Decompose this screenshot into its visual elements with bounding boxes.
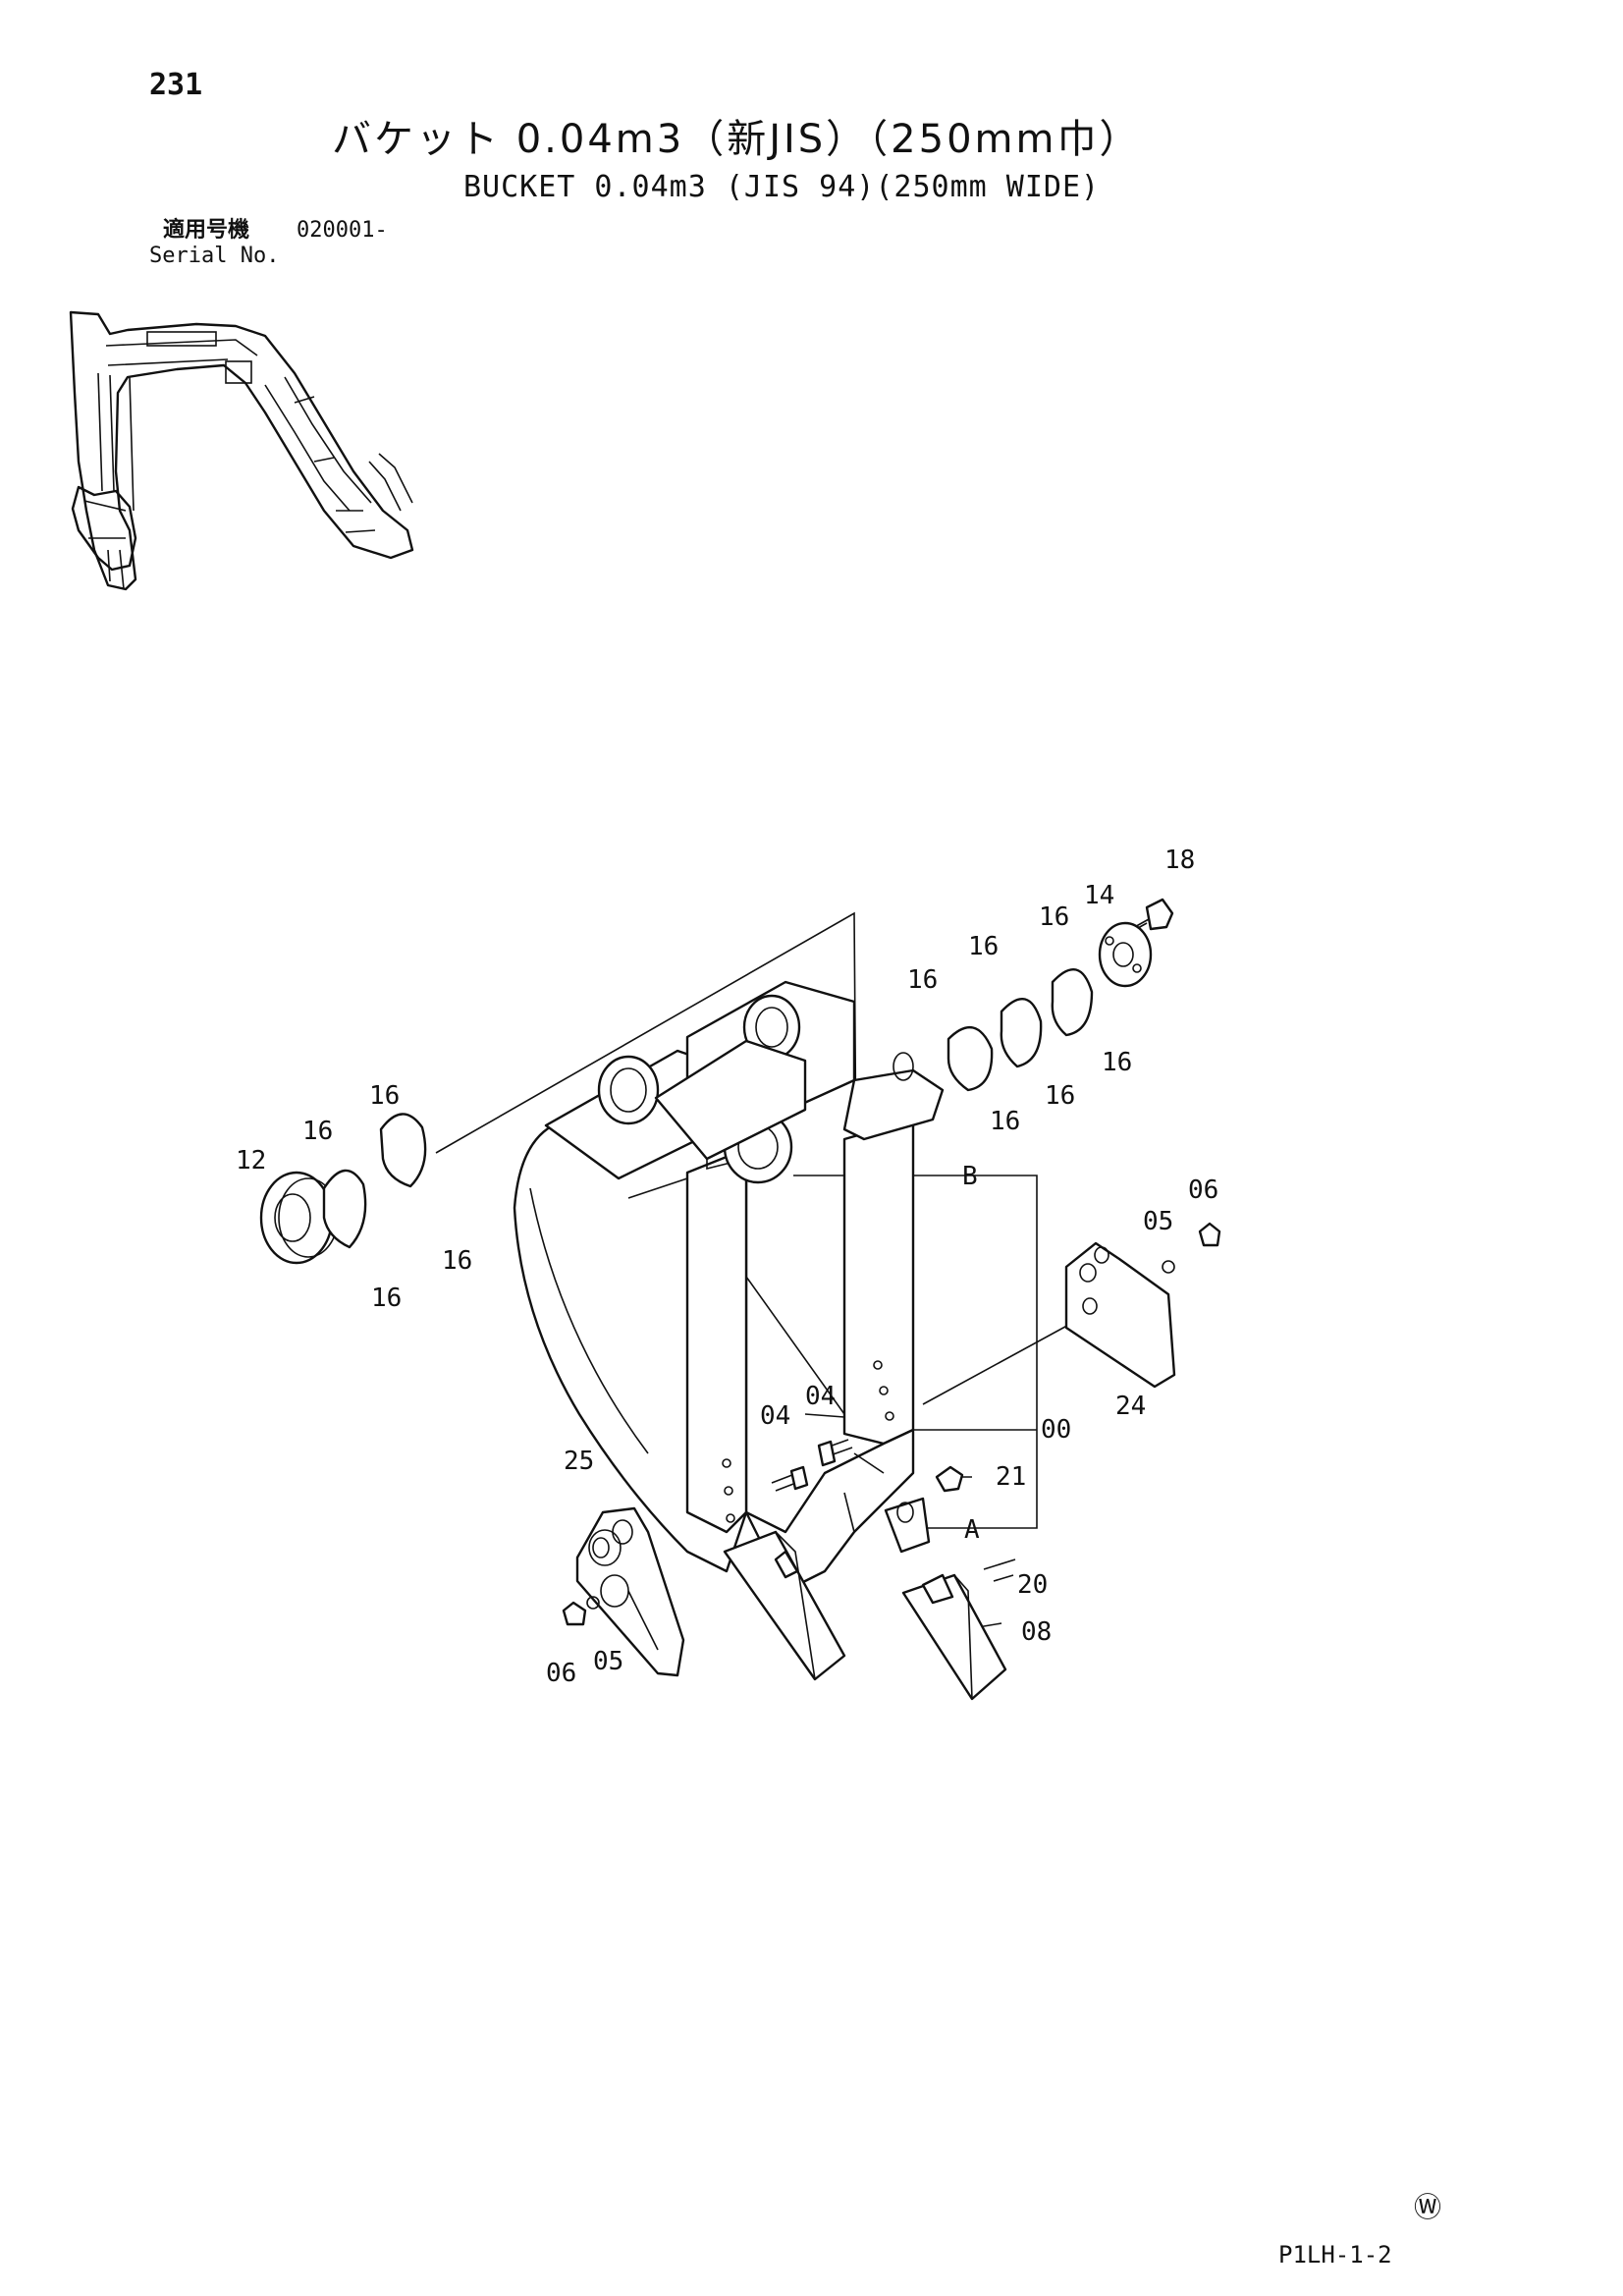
bushing-12 (259, 1171, 334, 1265)
callout-B: B (962, 1162, 978, 1191)
boss-pins (597, 994, 807, 1184)
serial-label-japanese: 適用号機 (163, 218, 250, 243)
callout-16: 16 (1045, 1081, 1075, 1111)
plate-14 (1098, 921, 1153, 988)
callout-labels: 18 14 16 16 16 16 16 16 16 16 16 16 12 B… (236, 846, 1218, 1688)
arm-illustration (69, 310, 414, 591)
callout-04: 04 (805, 1382, 836, 1411)
page-code: P1LH-1-2 (1278, 2241, 1392, 2269)
side-plate-right (1064, 1241, 1176, 1389)
callout-14: 14 (1084, 881, 1114, 910)
callout-16: 16 (1102, 1048, 1132, 1077)
callout-05: 05 (1143, 1207, 1173, 1236)
bucket-teeth (723, 1497, 1007, 1701)
callout-21: 21 (996, 1462, 1026, 1492)
callout-04: 04 (760, 1401, 790, 1431)
callout-00: 00 (1041, 1415, 1071, 1445)
callout-06: 06 (1188, 1175, 1218, 1205)
washer-05-right (1162, 1260, 1175, 1274)
pin-20 (983, 1558, 1016, 1570)
callout-12: 12 (236, 1146, 266, 1175)
callout-16: 16 (371, 1284, 402, 1313)
serial-number-value: 020001- (297, 218, 388, 243)
callout-16: 16 (302, 1117, 333, 1146)
pin-21 (935, 1465, 964, 1493)
callout-05: 05 (593, 1647, 623, 1676)
nut-06-left (562, 1601, 587, 1626)
manufacturer-mark: Ⓦ (1414, 2191, 1442, 2223)
title-english: BUCKET 0.04m3 (JIS 94)(250mm WIDE) (463, 170, 1101, 204)
callout-16: 16 (369, 1081, 400, 1111)
serial-label-english: Serial No. (149, 244, 280, 268)
page-number: 231 (149, 68, 203, 102)
callout-A: A (964, 1515, 980, 1545)
callout-25: 25 (564, 1447, 594, 1476)
callout-24: 24 (1115, 1392, 1146, 1421)
washer-05-left (586, 1596, 600, 1610)
hardware-fasteners (259, 898, 1221, 1626)
callout-16: 16 (990, 1107, 1020, 1136)
bolt-18 (1145, 898, 1174, 931)
side-plate-left (575, 1506, 685, 1677)
callout-18: 18 (1164, 846, 1195, 875)
callout-16: 16 (1039, 902, 1069, 932)
callout-06: 06 (546, 1659, 576, 1688)
nut-06-right (1198, 1222, 1221, 1247)
callout-20: 20 (1017, 1570, 1048, 1600)
callout-16: 16 (968, 932, 999, 961)
callout-16: 16 (442, 1246, 472, 1276)
title-japanese: バケット 0.04m3（新JIS）（250mm巾） (332, 117, 1142, 162)
callout-16: 16 (907, 965, 938, 995)
callout-08: 08 (1021, 1617, 1052, 1647)
